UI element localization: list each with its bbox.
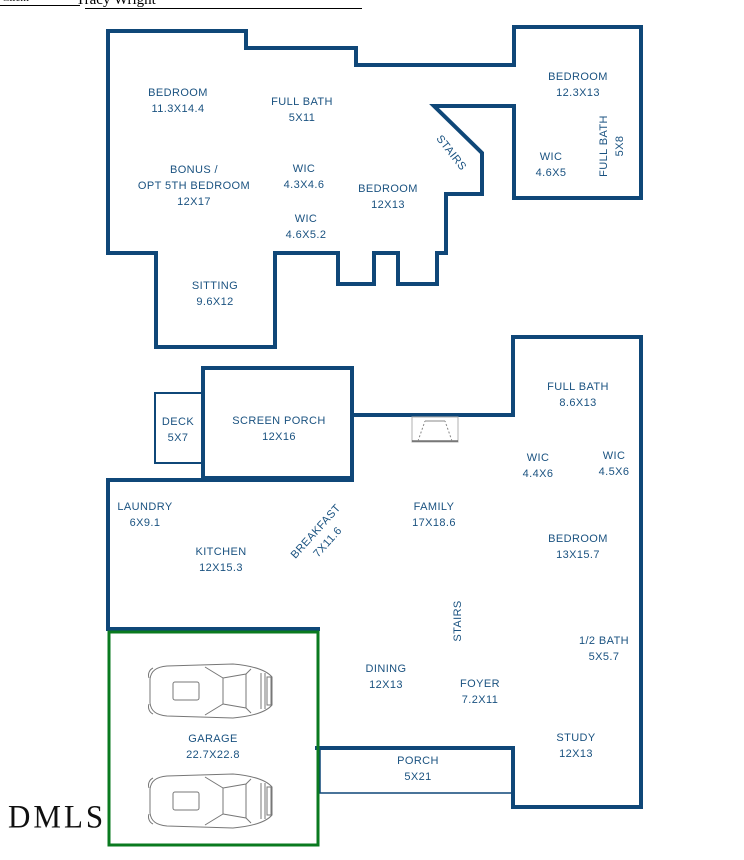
room-label-porch: PORCH 5X21: [397, 755, 439, 783]
room-label-bedroom-upper-mid: BEDROOM 12X13: [358, 183, 418, 211]
room-label-bedroom-upper-right: BEDROOM 12.3X13: [548, 71, 608, 99]
room-label-wic-3: WIC 4.6X5: [535, 151, 567, 179]
room-label-wic-5: WIC 4.5X6: [598, 450, 630, 478]
client-field-label: Client: [2, 0, 29, 4]
room-label-breakfast: BREAKFAST 7X11.6: [288, 502, 345, 562]
room-label-full-bath-upper-right: FULL BATH 5X8: [598, 115, 626, 177]
room-label-study: STUDY 12X13: [556, 732, 596, 760]
room-label-foyer: FOYER 7.2X11: [460, 678, 500, 706]
brand-logo: DMLS: [8, 798, 107, 835]
room-label-stairs-upper: STAIRS: [433, 133, 469, 173]
room-label-garage: GARAGE 22.7X22.8: [186, 733, 240, 761]
room-label-laundry: LAUNDRY 6X9.1: [117, 501, 173, 529]
room-label-wic-2: WIC 4.6X5.2: [285, 213, 327, 241]
room-label-bedroom-upper-left: BEDROOM 11.3X14.4: [148, 87, 208, 115]
room-label-family: FAMILY 17X18.6: [412, 501, 456, 529]
room-label-deck: DECK 5X7: [161, 416, 195, 444]
room-label-bonus: BONUS / OPT 5TH BEDROOM 12X17: [137, 164, 251, 208]
car-icon: [148, 663, 273, 719]
room-label-full-bath-main: FULL BATH 8.6X13: [547, 381, 609, 409]
room-label-kitchen: KITCHEN 12X15.3: [195, 546, 247, 574]
room-label-sitting: SITTING 9.6X12: [191, 280, 239, 308]
room-label-stairs-main: STAIRS: [452, 600, 464, 642]
room-label-screen-porch: SCREEN PORCH 12X16: [232, 415, 326, 443]
room-label-wic-1: WIC 4.3X4.6: [283, 163, 325, 191]
room-label-full-bath-upper: FULL BATH 5X11: [271, 96, 333, 124]
room-label-wic-4: WIC 4.4X6: [522, 452, 554, 480]
room-label-half-bath: 1/2 BATH 5X5.7: [578, 635, 630, 663]
room-label-bedroom-main: BEDROOM 13X15.7: [548, 533, 608, 561]
fireplace-icon: [411, 416, 459, 443]
room-label-dining: DINING 12X13: [365, 663, 407, 691]
client-name: Tracy Wright: [76, 0, 156, 8]
client-label-underline: [0, 5, 80, 6]
client-name-underline: [85, 8, 362, 9]
car-icon: [148, 773, 273, 829]
